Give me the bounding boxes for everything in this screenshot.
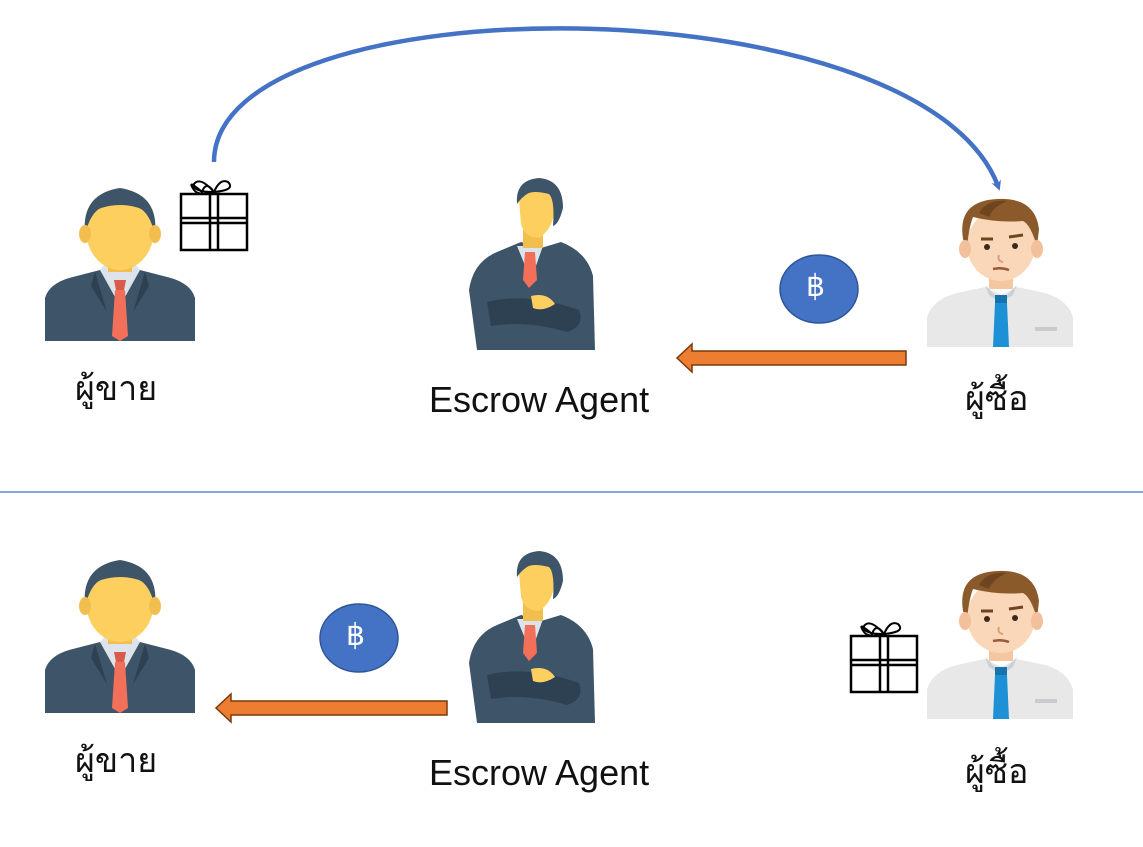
gift-box-icon [179, 179, 249, 252]
baht-symbol: ฿ [806, 269, 826, 304]
baht-symbol: ฿ [346, 618, 366, 653]
escrow-agent-label: Escrow Agent [429, 752, 650, 793]
payment-to-seller-arrow [214, 692, 448, 724]
escrow-agent-label: Escrow Agent [429, 379, 650, 420]
baht-coin-icon [319, 603, 399, 673]
escrow-agent-icon [469, 551, 595, 723]
buyer-person-icon [925, 197, 1075, 349]
seller-label: ผู้ขาย [75, 741, 158, 781]
payment-to-agent-arrow [675, 342, 907, 374]
seller-person-icon [45, 560, 195, 713]
buyer-label: ผู้ซื้อ [965, 379, 1029, 419]
gift-box-icon [849, 621, 919, 694]
buyer-person-icon [925, 569, 1075, 721]
buyer-label: ผู้ซื้อ [965, 752, 1029, 792]
baht-coin-icon [779, 254, 859, 324]
goods-flow-arrow [211, 26, 1001, 191]
escrow-agent-icon [469, 178, 595, 350]
seller-label: ผู้ขาย [75, 369, 158, 409]
seller-person-icon [45, 188, 195, 341]
